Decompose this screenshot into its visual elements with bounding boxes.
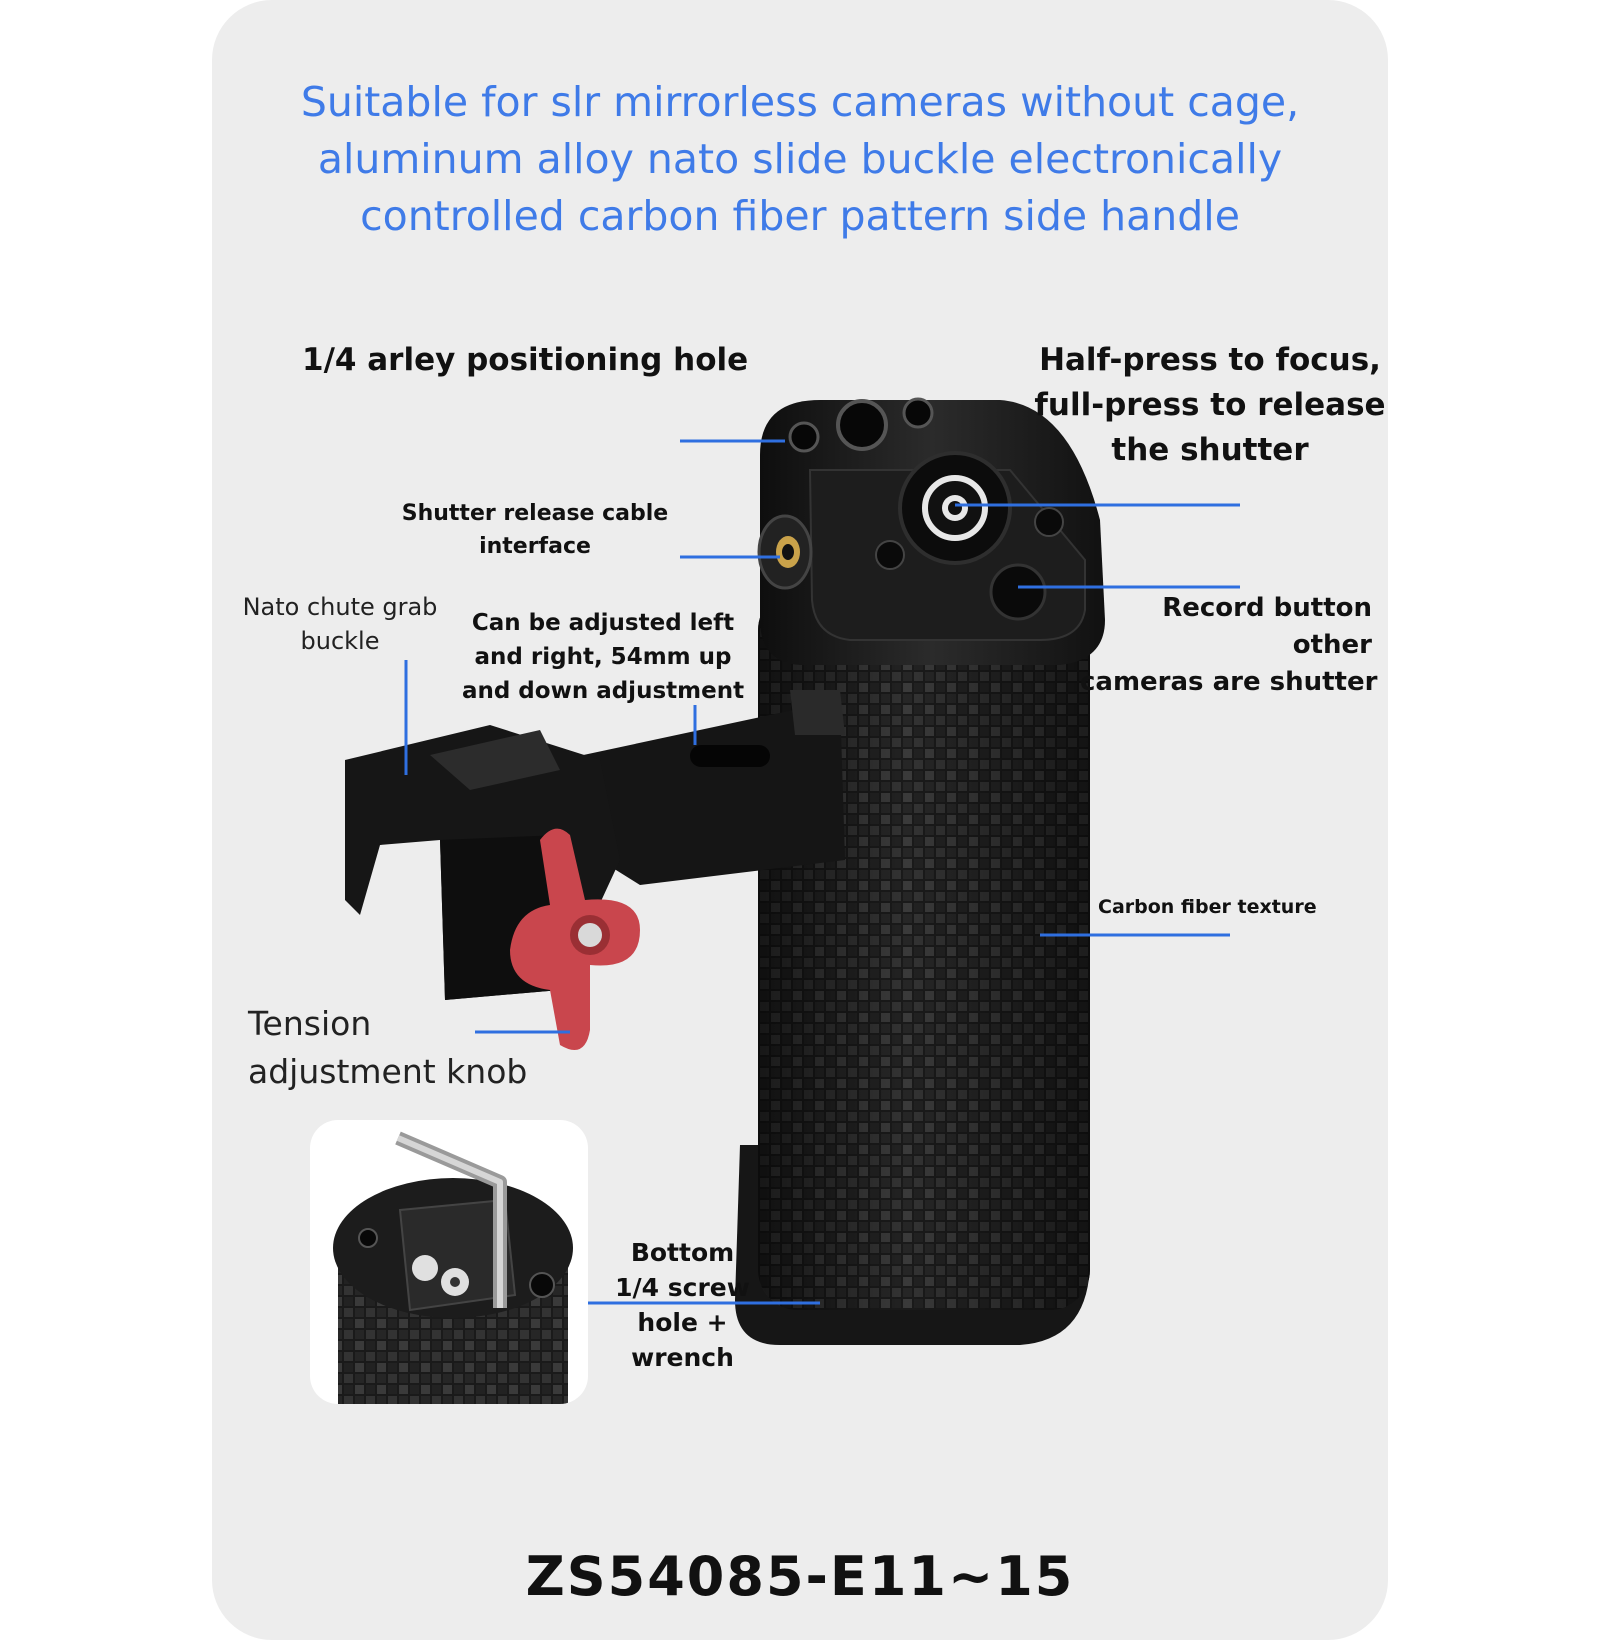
top-hole-left [788, 421, 820, 453]
headline: Suitable for slr mirrorless cameras with… [212, 74, 1388, 245]
label-tension-knob: Tension adjustment knob [248, 1004, 528, 1091]
label-bottom-screw: Bottom 1/4 screw hole + wrench [615, 1238, 750, 1372]
model-number: ZS54085-E11~15 [525, 1545, 1075, 1608]
label-focus: Half-press to focus, full-press to relea… [1034, 342, 1386, 468]
bottom-detail-inset [310, 1120, 588, 1404]
label-record-button: Record button other cameras are shutter [1080, 593, 1378, 697]
nato-arm [560, 690, 845, 885]
headline-line-1: Suitable for slr mirrorless cameras with… [300, 78, 1300, 126]
bottom-detail-image [333, 1131, 573, 1404]
side-handle-illustration [345, 397, 1240, 1345]
top-hole-center [836, 399, 888, 451]
label-shutter-cable: Shutter release cable interface [401, 501, 669, 559]
headline-line-3: controlled carbon fiber pattern side han… [360, 192, 1240, 240]
top-cap [757, 397, 1105, 665]
tension-knob [510, 828, 640, 1050]
top-hole-right [902, 397, 934, 429]
label-adjustment-range: Can be adjusted left and right, 54mm up … [461, 610, 745, 704]
label-positioning-hole: 1/4 arley positioning hole [302, 342, 749, 378]
headline-line-2: aluminum alloy nato slide buckle electro… [317, 135, 1283, 183]
label-carbon-texture: Carbon fiber texture [1098, 896, 1317, 918]
label-nato: Nato chute grab buckle [242, 593, 438, 655]
